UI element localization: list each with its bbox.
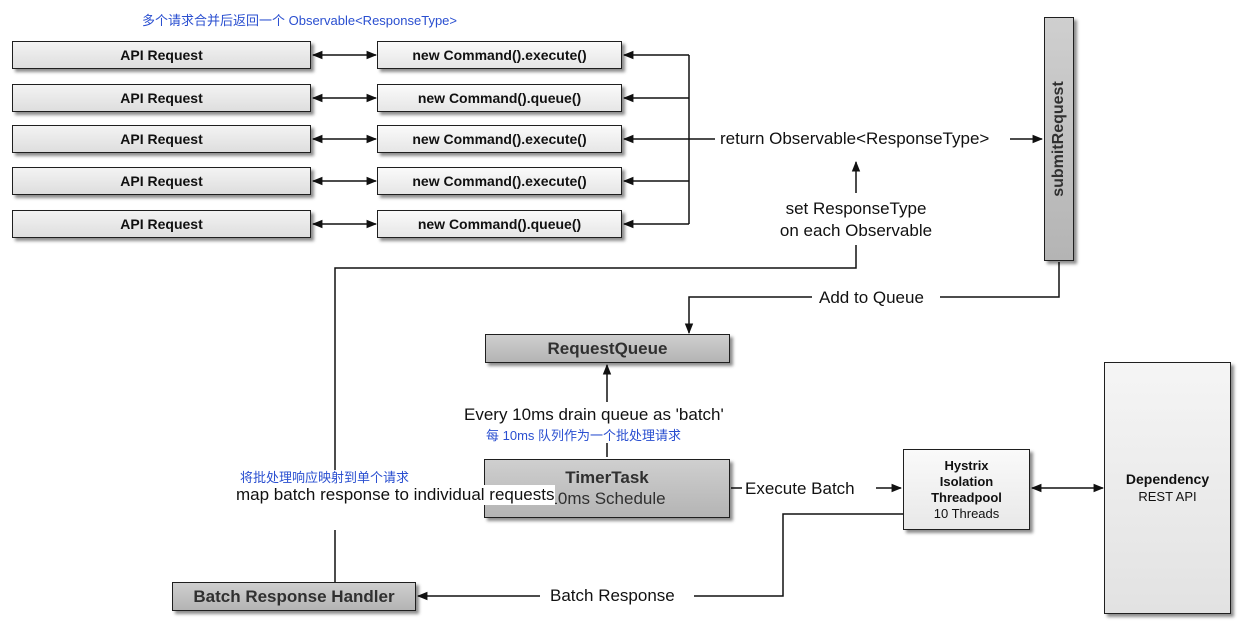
top-annotation: 多个请求合并后返回一个 Observable<ResponseType> <box>142 13 457 28</box>
add-queue-arrow-path <box>684 296 812 335</box>
command-box-5: new Command().queue() <box>377 210 622 238</box>
timer-task-title: TimerTask <box>565 468 649 487</box>
dependency-title: Dependency <box>1125 471 1210 487</box>
api-request-box-2: API Request <box>12 84 311 112</box>
timer-task-schedule: 10ms Schedule <box>548 489 666 508</box>
timer-task-box: TimerTask 10ms Schedule <box>484 459 730 518</box>
command-box-1: new Command().execute() <box>377 41 622 69</box>
add-to-queue-label: Add to Queue <box>815 288 928 308</box>
drain-queue-annotation: 每 10ms 队列作为一个批处理请求 <box>486 428 682 443</box>
execute-batch-label: Execute Batch <box>745 479 855 499</box>
hystrix-to-response-path <box>694 513 903 597</box>
map-response-annotation: 将批处理响应映射到单个请求 <box>240 470 410 485</box>
batch-response-label: Batch Response <box>546 586 679 606</box>
hystrix-line-3: Threadpool <box>931 489 1002 505</box>
batch-response-handler-box: Batch Response Handler <box>172 582 416 611</box>
command-box-2: new Command().queue() <box>377 84 622 112</box>
command-box-3: new Command().execute() <box>377 125 622 153</box>
submit-to-queue-path <box>940 262 1060 298</box>
hystrix-line-4: 10 Threads <box>933 505 1000 521</box>
dependency-subtitle: REST API <box>1138 489 1197 504</box>
api-request-box-5: API Request <box>12 210 311 238</box>
api-request-box-3: API Request <box>12 125 311 153</box>
hystrix-line-2: Isolation <box>939 473 994 489</box>
submit-request-box: submitRequest <box>1044 17 1074 261</box>
return-observable-label: return Observable<ResponseType> <box>720 129 990 149</box>
set-type-to-map-path <box>334 245 857 470</box>
api-request-box-4: API Request <box>12 167 311 195</box>
set-response-type-line-1: set ResponseType <box>785 199 927 218</box>
set-response-type-label: set ResponseType on each Observable <box>770 199 942 241</box>
map-response-line-1: map batch response <box>236 485 391 505</box>
map-response-line-2: to individual requests <box>394 485 555 505</box>
dependency-box: Dependency REST API <box>1104 362 1231 614</box>
hystrix-line-1: Hystrix <box>944 457 989 473</box>
api-request-box-1: API Request <box>12 41 311 69</box>
submit-request-label: submitRequest <box>1050 81 1068 197</box>
command-box-4: new Command().execute() <box>377 167 622 195</box>
hystrix-threadpool-box: Hystrix Isolation Threadpool 10 Threads <box>903 449 1030 530</box>
request-queue-box: RequestQueue <box>485 334 730 363</box>
set-response-type-line-2: on each Observable <box>779 221 933 240</box>
map-response-label: map batch response to individual request… <box>236 483 555 505</box>
drain-queue-label: Every 10ms drain queue as 'batch' <box>464 405 724 425</box>
